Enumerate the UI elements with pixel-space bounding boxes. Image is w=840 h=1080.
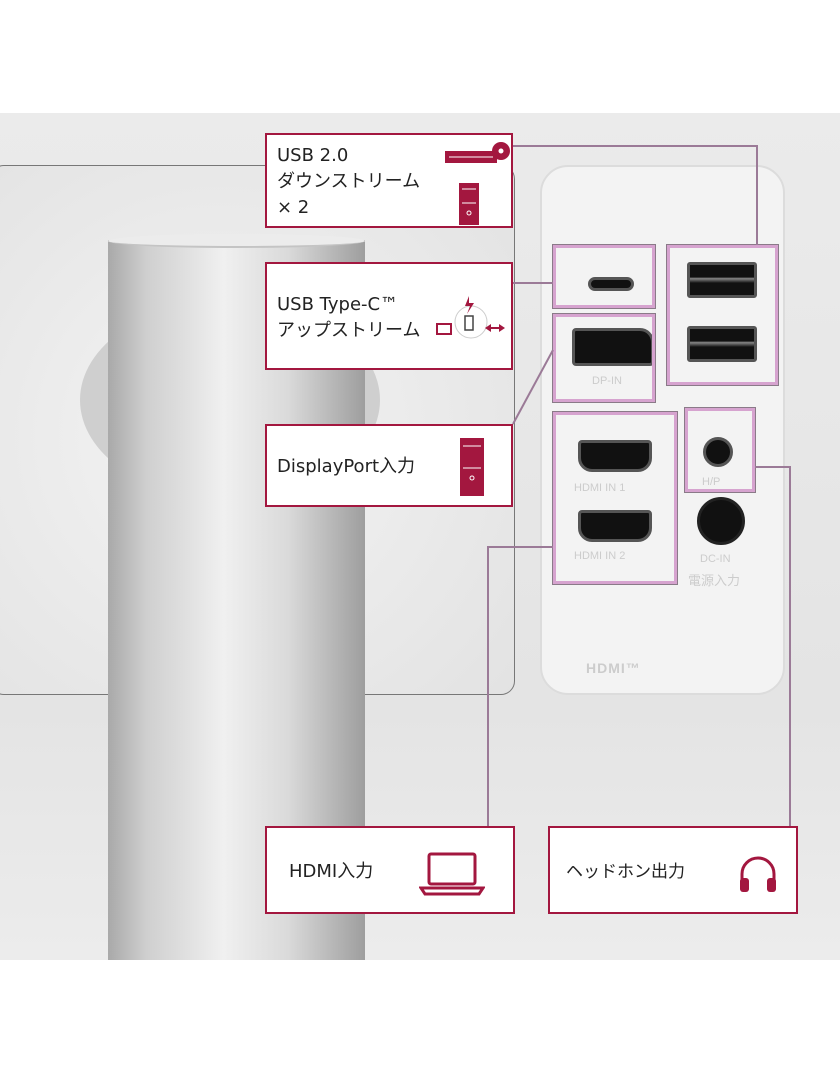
usb-c-highlight — [553, 245, 655, 308]
pc-tower-icon — [460, 438, 484, 496]
usb2-line3: × 2 — [277, 197, 310, 218]
headphone-jack — [703, 437, 733, 467]
hdmi-logo: HDMI™ — [586, 660, 641, 676]
typec-line1: USB Type-C™ — [277, 294, 399, 315]
hdmi-in-1-label: HDMI IN 1 — [574, 482, 626, 494]
hdmi-port-1 — [578, 440, 652, 472]
usb2-line1: USB 2.0 — [277, 145, 349, 166]
callout-headphone-output: ヘッドホン出力 — [548, 826, 798, 914]
callout-usb-c-upstream: USB Type-C™ アップストリーム — [265, 262, 513, 370]
dc-in-port — [697, 497, 745, 545]
headphones-icon — [740, 856, 776, 892]
dp-highlight — [553, 314, 655, 402]
dc-in-label: DC-IN — [700, 553, 731, 565]
leader-line-dp — [512, 349, 554, 425]
hdmi-highlight — [553, 412, 677, 584]
hdmi-port-2 — [578, 510, 652, 542]
headphone-highlight — [685, 408, 755, 492]
usb-a-port-2 — [687, 326, 757, 362]
leader-line-headphone — [755, 466, 791, 826]
stand-top — [108, 234, 365, 248]
usb-plug-icon — [464, 315, 474, 331]
usb2-line2: ダウンストリーム — [277, 171, 421, 192]
data-arrows-icon — [485, 324, 505, 332]
callout-hdmi-input: HDMI入力 — [265, 826, 515, 914]
callout-displayport-input: DisplayPort入力 — [265, 424, 513, 507]
pc-tower-icon — [459, 183, 479, 225]
hp-label: H/P — [702, 476, 721, 488]
usb-c-function-icon — [436, 296, 505, 339]
laptop-icon — [419, 852, 485, 896]
monitor-icon — [436, 323, 452, 335]
port-panel — [540, 165, 785, 695]
typec-line2: アップストリーム — [277, 320, 421, 341]
usb-c-port — [588, 277, 634, 291]
usb-device-icon — [445, 142, 510, 163]
headphone-label: ヘッドホン出力 — [566, 862, 685, 882]
displayport-port — [572, 328, 654, 366]
leader-line-hdmi — [487, 546, 553, 826]
power-bolt-icon — [465, 296, 474, 314]
dp-label: DisplayPort入力 — [277, 456, 416, 477]
usb-a-highlight — [667, 245, 778, 385]
callout-usb2-downstream: USB 2.0 ダウンストリーム × 2 — [265, 133, 513, 228]
usb-a-port-1 — [687, 262, 757, 298]
hdmi-in-2-label: HDMI IN 2 — [574, 550, 626, 562]
leader-line-usb2 — [513, 145, 758, 245]
dc-in-jp-label: 電源入力 — [688, 573, 741, 588]
dp-in-label: DP-IN — [592, 375, 622, 387]
hdmi-label: HDMI入力 — [289, 861, 374, 882]
